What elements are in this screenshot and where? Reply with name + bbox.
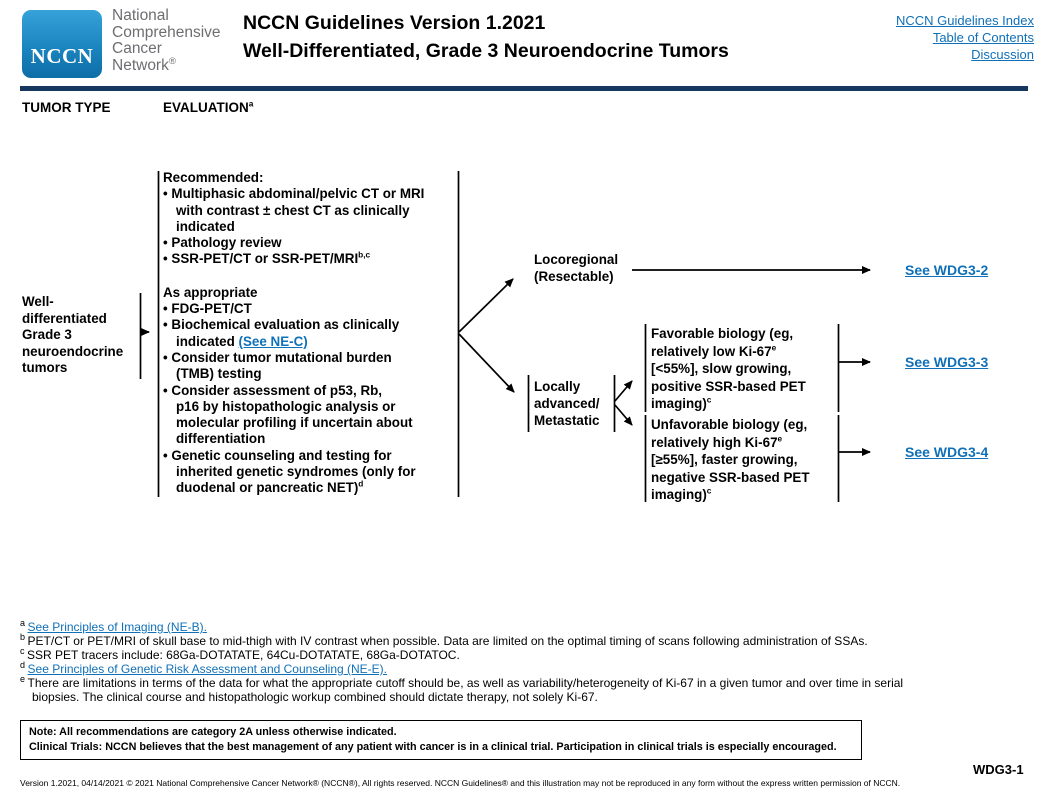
org-name: National Comprehensive Cancer Network®	[112, 7, 221, 74]
bullet-dot: •	[163, 447, 172, 463]
nccn-logo: NCCN	[22, 10, 102, 78]
text-segment: SSR-PET/CT or SSR-PET/MRI	[171, 251, 359, 267]
evaluation-item: • Multiphasic abdominal/pelvic CT or MRI…	[163, 186, 463, 235]
bullet-dot: •	[163, 301, 172, 317]
text-segment: [≥55%], faster growing, negative SSR-bas…	[651, 452, 810, 503]
text-segment: PET/CT or PET/MRI of skull base to mid-t…	[27, 634, 868, 648]
text-segment: Pathology review	[171, 235, 282, 251]
evaluation-item: • FDG-PET/CT	[163, 301, 463, 317]
inline-link[interactable]: See Principles of Genetic Risk Assessmen…	[27, 662, 388, 676]
text-segment: FDG-PET/CT	[171, 301, 252, 317]
evaluation-item: • Consider assessment of p53, Rb, p16 by…	[163, 383, 463, 448]
footnote-marker: e	[771, 342, 777, 353]
footnotes: a See Principles of Imaging (NE-B).b PET…	[20, 618, 1034, 705]
bullet-dot: •	[163, 251, 172, 267]
footnote-letter: e	[20, 674, 28, 684]
locoregional-label: Locoregional (Resectable)	[534, 252, 619, 284]
inline-link[interactable]: See Principles of Imaging (NE-B).	[27, 620, 207, 634]
bullet-dot: •	[163, 349, 172, 365]
page-title: NCCN Guidelines Version 1.2021	[243, 12, 546, 34]
link-see-wdg3-2[interactable]: See WDG3-2	[905, 262, 989, 278]
arrow-to-locally-advanced	[458, 333, 515, 393]
link-guidelines-index[interactable]: NCCN Guidelines Index	[895, 13, 1034, 28]
evaluation-block: Recommended: • Multiphasic abdominal/pel…	[163, 170, 463, 497]
evaluation-footnote-marker: a	[248, 98, 254, 109]
text-segment: Unfavorable biology (eg, relatively high…	[651, 417, 808, 450]
footnote: c SSR PET tracers include: 68Ga-DOTATATE…	[20, 646, 1034, 663]
favorable-biology-box: Favorable biology (eg, relatively low Ki…	[651, 325, 843, 413]
text-segment: [<55%], slow growing, positive SSR-based…	[651, 361, 806, 412]
footnote-letter: b	[20, 632, 28, 642]
footnote: d See Principles of Genetic Risk Assessm…	[20, 660, 1034, 677]
locally-advanced-label: Locally advanced/ Metastatic	[534, 379, 600, 428]
footnote: b PET/CT or PET/MRI of skull base to mid…	[20, 632, 1034, 649]
inline-link[interactable]: (See NE-C)	[238, 333, 308, 349]
footnote-marker: e	[777, 433, 783, 444]
link-discussion[interactable]: Discussion	[971, 47, 1034, 62]
bullet-dot: •	[163, 317, 172, 333]
footnote-marker: d	[358, 478, 364, 489]
footnote-letter: a	[20, 618, 28, 628]
evaluation-recommended-list: • Multiphasic abdominal/pelvic CT or MRI…	[163, 186, 463, 267]
footnote-marker: c	[706, 394, 712, 405]
evaluation-recommended-header: Recommended:	[163, 170, 264, 185]
arrow-to-unfavorable	[614, 404, 633, 426]
bullet-dot: •	[163, 382, 172, 398]
page-subtitle: Well-Differentiated, Grade 3 Neuroendocr…	[243, 40, 729, 62]
header-divider	[20, 86, 1028, 91]
evaluation-item: • Genetic counseling and testing for inh…	[163, 448, 463, 497]
link-see-wdg3-4[interactable]: See WDG3-4	[905, 444, 989, 460]
text-segment: Consider tumor mutational burden (TMB) t…	[171, 349, 392, 382]
text-segment: Favorable biology (eg, relatively low Ki…	[651, 326, 794, 359]
note-line-clinical-trials: Clinical Trials: NCCN believes that the …	[29, 741, 837, 753]
unfavorable-biology-box: Unfavorable biology (eg, relatively high…	[651, 416, 843, 504]
note-line-recommendations: Note: All recommendations are category 2…	[29, 726, 397, 738]
footnote-marker: b,c	[358, 250, 371, 261]
tumor-type-label: Well- differentiated Grade 3 neuroendocr…	[22, 294, 124, 375]
text-segment: Consider assessment of p53, Rb, p16 by h…	[171, 382, 413, 447]
evaluation-appropriate-header: As appropriate	[163, 284, 258, 300]
nccn-logo-text: NCCN	[30, 44, 94, 68]
footnote-letter: d	[20, 660, 28, 670]
footnote: e There are limitations in terms of the …	[20, 674, 1034, 705]
bullet-dot: •	[163, 186, 172, 202]
column-header-evaluation: EVALUATIONa	[163, 98, 254, 115]
text-segment: Multiphasic abdominal/pelvic CT or MRI w…	[171, 186, 425, 234]
header-links: NCCN Guidelines Index Table of Contents …	[896, 12, 1034, 63]
footnote: a See Principles of Imaging (NE-B).	[20, 618, 1034, 635]
page-number: WDG3-1	[973, 762, 1024, 777]
note-box: Note: All recommendations are category 2…	[20, 720, 862, 760]
arrow-to-locoregional	[458, 278, 514, 333]
evaluation-item: • Biochemical evaluation as clinically i…	[163, 317, 463, 350]
arrow-to-favorable	[614, 380, 633, 402]
text-segment: Genetic counseling and testing for inher…	[171, 447, 416, 496]
evaluation-item: • Consider tumor mutational burden (TMB)…	[163, 350, 463, 383]
footer-copyright: Version 1.2021, 04/14/2021 © 2021 Nation…	[20, 778, 901, 788]
evaluation-appropriate-list: • FDG-PET/CT• Biochemical evaluation as …	[163, 301, 463, 497]
text-segment: Biochemical evaluation as clinically ind…	[171, 317, 400, 349]
link-see-wdg3-3[interactable]: See WDG3-3	[905, 354, 989, 370]
column-header-tumor-type: TUMOR TYPE	[22, 100, 111, 115]
text-segment: There are limitations in terms of the da…	[27, 676, 904, 704]
evaluation-item: • SSR-PET/CT or SSR-PET/MRIb,c	[163, 251, 463, 267]
text-segment: SSR PET tracers include: 68Ga-DOTATATE, …	[27, 648, 460, 662]
bullet-dot: •	[163, 235, 172, 251]
evaluation-header-text: EVALUATION	[163, 100, 249, 115]
registered-mark: ®	[168, 55, 176, 67]
org-name-text: National Comprehensive Cancer Network	[112, 7, 221, 74]
link-table-of-contents[interactable]: Table of Contents	[932, 30, 1034, 45]
footnote-marker: c	[706, 485, 712, 496]
evaluation-item: • Pathology review	[163, 235, 463, 251]
footnote-letter: c	[20, 646, 28, 656]
